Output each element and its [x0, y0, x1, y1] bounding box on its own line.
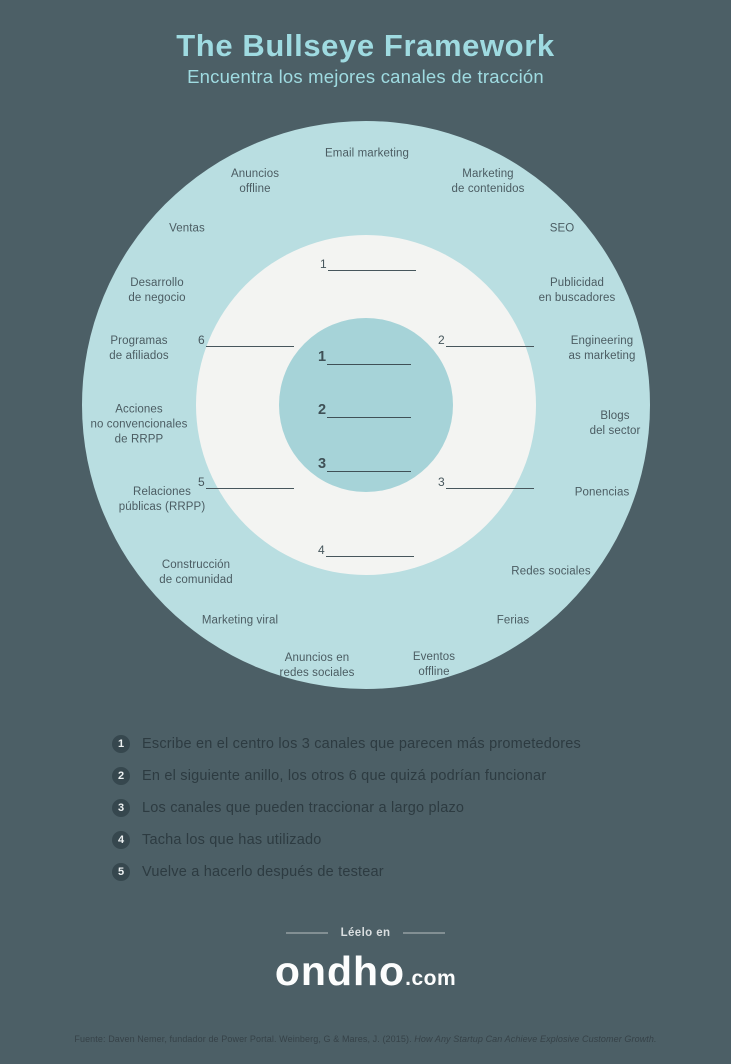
channel-eventos-offline: Eventos offline [412, 651, 456, 678]
blank-line [445, 475, 534, 489]
blank-number: 3 [438, 475, 445, 489]
instruction-step-2: 2 En el siguiente anillo, los otros 6 qu… [112, 767, 581, 785]
brand-name: ondho [274, 948, 406, 994]
step-badge: 3 [112, 799, 130, 817]
ring-blank-4: 4 [318, 543, 414, 557]
instruction-text: Escribe en el centro los 3 canales que p… [142, 736, 581, 752]
right-rule [403, 932, 446, 934]
channel-blogs-del-sector: Blogs del sector [589, 410, 641, 437]
ring-blank-1: 1 [320, 257, 416, 271]
blank-line [327, 402, 412, 418]
channel-desarrollo-de-negocio: Desarrollo de negocio [128, 277, 186, 304]
ring-blank-3: 3 [438, 475, 534, 489]
channel-ponencias: Ponencias [574, 486, 630, 499]
blank-number: 1 [318, 349, 327, 365]
instruction-text: Tacha los que has utilizado [142, 832, 322, 848]
channel-ferias: Ferias [496, 614, 530, 627]
channel-seo: SEO [549, 222, 575, 235]
blank-line [327, 257, 416, 271]
blank-number: 2 [438, 333, 445, 347]
ring-blank-5: 5 [198, 475, 294, 489]
channel-anuncios-offline: Anuncios offline [230, 168, 280, 195]
source-citation: Fuente: Daven Nemer, fundador de Power P… [0, 1034, 731, 1044]
channel-email-marketing: Email marketing [325, 147, 409, 160]
channel-relaciones-publicas-rrpp: Relaciones públicas (RRPP) [118, 486, 206, 513]
instruction-step-5: 5 Vuelve a hacerlo después de testear [112, 863, 581, 881]
channel-publicidad-en-buscadores: Publicidad en buscadores [538, 277, 616, 304]
center-blank-3: 3 [318, 456, 412, 472]
channel-ventas: Ventas [169, 222, 205, 235]
blank-number: 4 [318, 543, 325, 557]
instruction-step-4: 4 Tacha los que has utilizado [112, 831, 581, 849]
step-badge: 4 [112, 831, 130, 849]
source-text: Fuente: Daven Nemer, fundador de Power P… [74, 1034, 415, 1044]
channel-acciones-no-convencionales-rrpp: Acciones no convencionales de RRPP [90, 403, 188, 446]
ring-blank-2: 2 [438, 333, 534, 347]
page-subtitle: Encuentra los mejores canales de tracció… [187, 66, 544, 87]
channel-construccion-de-comunidad: Construcción de comunidad [159, 559, 233, 586]
brand-logo[interactable]: ondho.com [0, 948, 731, 995]
instruction-text: Vuelve a hacerlo después de testear [142, 864, 384, 880]
ring-blank-6: 6 [198, 333, 294, 347]
brand-suffix: .com [405, 967, 457, 990]
step-badge: 1 [112, 735, 130, 753]
blank-number: 2 [318, 402, 327, 418]
blank-line [327, 456, 412, 472]
blank-line [205, 475, 294, 489]
channel-programas-de-afiliados: Programas de afiliados [109, 335, 169, 362]
step-badge: 2 [112, 767, 130, 785]
blank-number: 3 [318, 456, 327, 472]
blank-number: 1 [320, 257, 327, 271]
instruction-text: Los canales que pueden traccionar a larg… [142, 800, 465, 816]
instruction-step-3: 3 Los canales que pueden traccionar a la… [112, 799, 581, 817]
center-blank-1: 1 [318, 349, 412, 365]
center-blank-2: 2 [318, 402, 412, 418]
blank-line [205, 333, 294, 347]
left-rule [285, 932, 328, 934]
channel-anuncios-en-redes-sociales: Anuncios en redes sociales [279, 652, 355, 679]
read-at: Léelo en [0, 927, 731, 939]
channel-marketing-viral: Marketing viral [201, 614, 279, 627]
page-title: The Bullseye Framework [176, 28, 555, 63]
read-label: Léelo en [340, 927, 391, 939]
inner-circle [279, 318, 453, 492]
channel-engineering-as-marketing: Engineering as marketing [568, 335, 636, 362]
instruction-text: En el siguiente anillo, los otros 6 que … [142, 768, 547, 784]
step-badge: 5 [112, 863, 130, 881]
channel-marketing-de-contenidos: Marketing de contenidos [451, 168, 525, 195]
instructions-list: 1 Escribe en el centro los 3 canales que… [112, 735, 581, 895]
channel-redes-sociales: Redes sociales [511, 565, 591, 578]
blank-line [325, 543, 414, 557]
source-book-title: How Any Startup Can Achieve Explosive Cu… [414, 1034, 657, 1044]
blank-line [445, 333, 534, 347]
blank-number: 6 [198, 333, 205, 347]
instruction-step-1: 1 Escribe en el centro los 3 canales que… [112, 735, 581, 753]
blank-number: 5 [198, 475, 205, 489]
blank-line [327, 349, 412, 365]
